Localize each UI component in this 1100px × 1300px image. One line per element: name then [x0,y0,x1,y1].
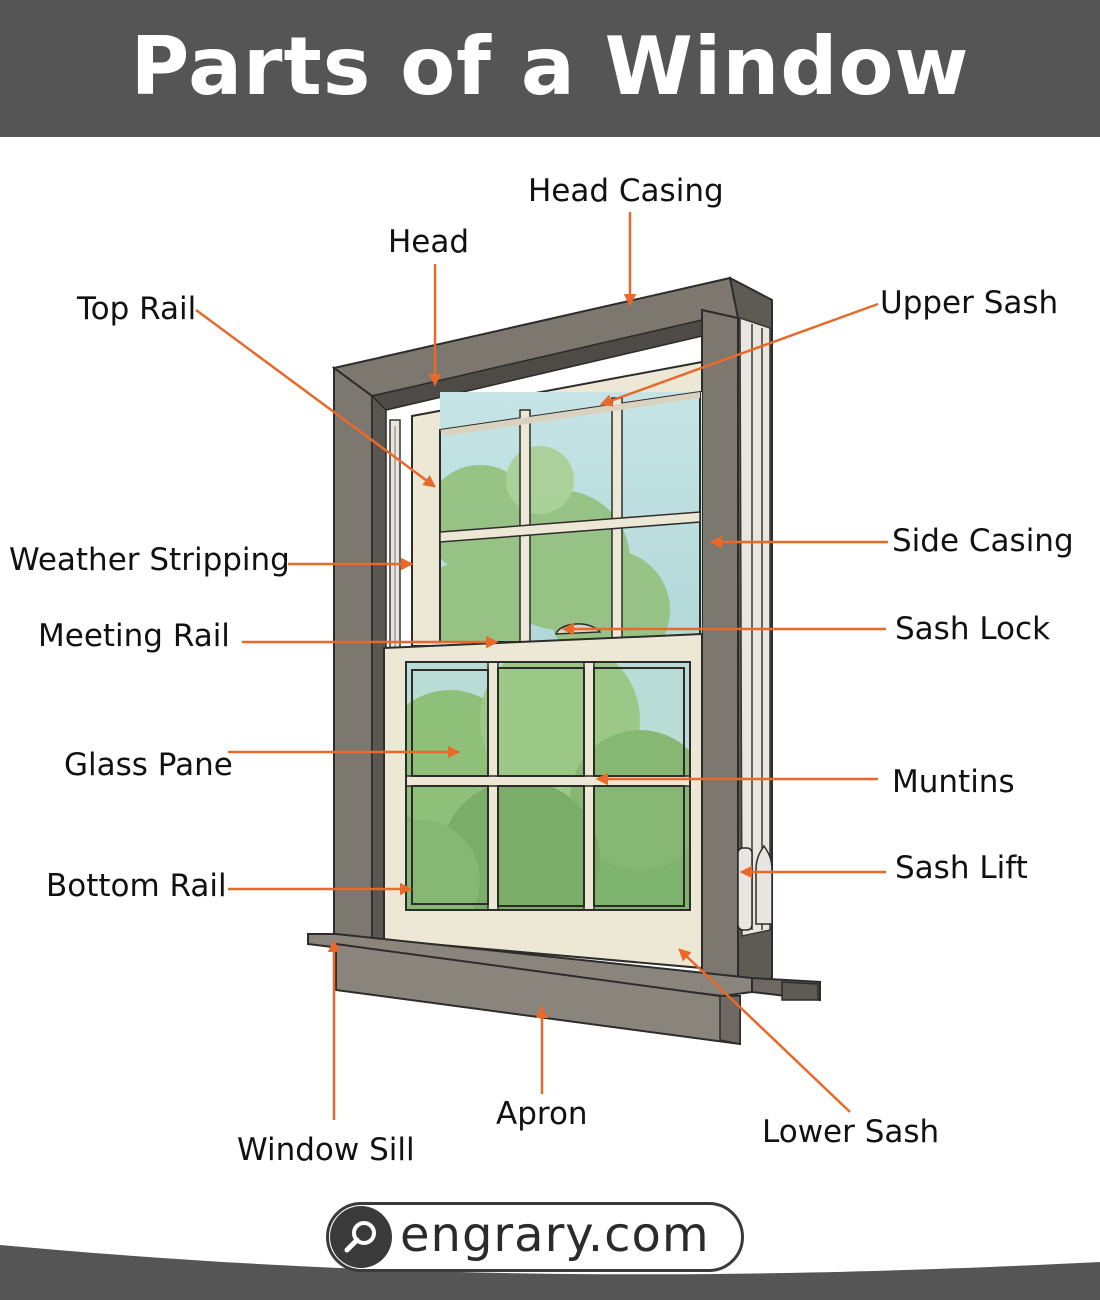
label-side-casing: Side Casing [892,523,1074,559]
site-badge[interactable] [326,1202,744,1272]
label-sash-lift: Sash Lift [895,850,1028,886]
label-weather-stripping: Weather Stripping [9,542,290,578]
upper-sash [411,360,703,647]
label-upper-sash: Upper Sash [880,285,1059,321]
label-apron: Apron [496,1096,588,1132]
site-url[interactable]: engrary.com [400,1207,710,1263]
label-bottom-rail: Bottom Rail [46,868,227,904]
label-head-casing: Head Casing [528,173,724,209]
page-title: Parts of a Window [130,20,970,113]
label-muntins: Muntins [892,764,1015,800]
search-icon [330,1206,392,1268]
title-bar [0,0,1100,137]
footer-wave [0,1245,1100,1300]
label-window-sill: Window Sill [237,1132,415,1168]
label-sash-lock: Sash Lock [895,611,1051,647]
frame-depth [728,276,773,992]
label-top-rail: Top Rail [77,291,197,327]
leader-lines [195,212,888,1120]
label-meeting-rail: Meeting Rail [38,618,230,654]
lower-sash [383,623,703,970]
label-glass-pane: Glass Pane [64,747,233,783]
sill-apron [307,933,821,1046]
label-lower-sash: Lower Sash [762,1114,940,1150]
label-head: Head [388,224,470,260]
